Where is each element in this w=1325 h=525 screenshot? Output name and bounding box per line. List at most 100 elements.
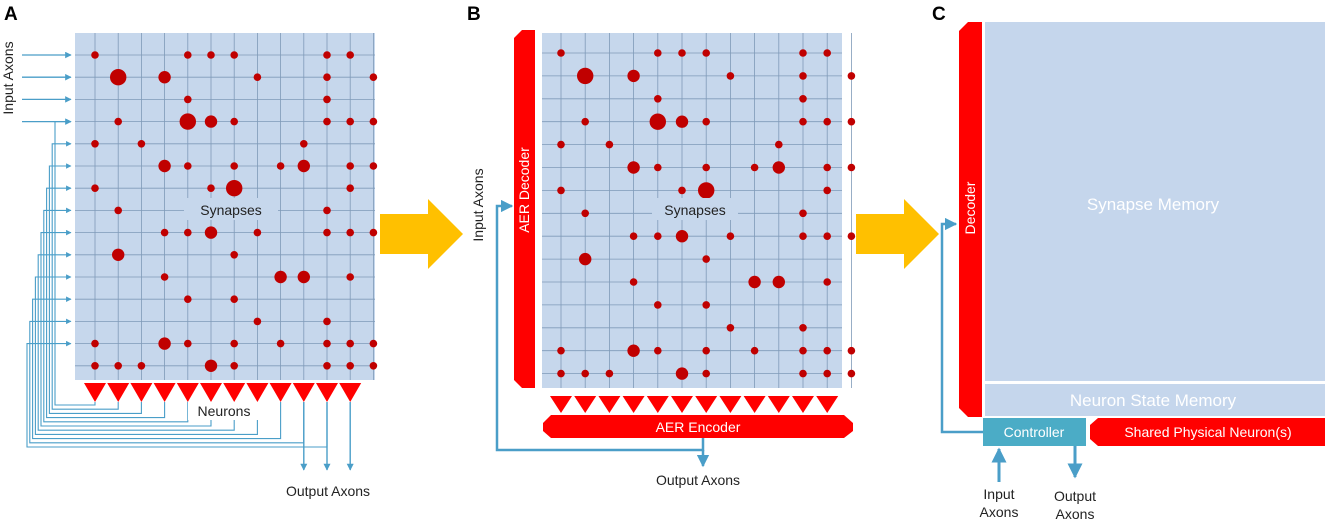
neuron-triangle bbox=[792, 396, 814, 413]
synapse-dot bbox=[91, 184, 99, 192]
synapse-dot bbox=[678, 186, 686, 195]
synapse-dot bbox=[698, 182, 715, 199]
synapse-dot bbox=[323, 317, 331, 326]
synapse-dot bbox=[323, 228, 331, 237]
synapse-dot bbox=[369, 162, 378, 170]
neuron-state-memory-label: Neuron State Memory bbox=[1070, 391, 1237, 410]
synapse-dot bbox=[300, 140, 308, 148]
feedback-axon-wire bbox=[54, 118, 96, 406]
synapse-dot bbox=[346, 162, 355, 170]
neuron-triangle bbox=[695, 396, 718, 413]
synapse-dot bbox=[702, 346, 710, 355]
synapse-dot bbox=[823, 186, 831, 195]
synapse-dot bbox=[346, 339, 355, 348]
input-axons-label-b: Input Axons bbox=[470, 168, 486, 241]
synapse-dot bbox=[581, 117, 589, 126]
synapse-dot bbox=[557, 346, 565, 355]
synapse-dot bbox=[557, 186, 565, 195]
synapse-dot bbox=[654, 346, 662, 355]
synapse-dot bbox=[91, 362, 99, 370]
aer-encoder-bar bbox=[543, 415, 853, 438]
synapse-dot bbox=[253, 228, 262, 237]
synapse-dot bbox=[799, 117, 807, 126]
synapse-dot bbox=[823, 163, 831, 172]
synapse-dot bbox=[346, 362, 355, 370]
synapse-dot bbox=[346, 184, 355, 192]
synapse-dot bbox=[654, 163, 662, 172]
synapse-dot bbox=[323, 339, 331, 348]
neurons-label-bg bbox=[188, 402, 260, 420]
synapse-dot bbox=[158, 71, 171, 84]
feedback-axon-wire bbox=[48, 163, 142, 414]
synapse-dot bbox=[276, 339, 285, 348]
synapse-dot bbox=[207, 51, 215, 59]
synapse-dot bbox=[847, 117, 856, 126]
synapse-dot bbox=[230, 295, 238, 304]
synapse-dot bbox=[184, 95, 192, 104]
synapse-dot bbox=[158, 337, 171, 350]
feedback-axon-wire bbox=[37, 252, 235, 431]
feedback-axon-wire bbox=[43, 207, 189, 423]
synapse-dot bbox=[579, 252, 592, 266]
decoder-bar bbox=[959, 22, 982, 417]
synapse-dot bbox=[702, 49, 710, 57]
synapse-dot bbox=[627, 69, 640, 83]
synapse-dot bbox=[160, 228, 169, 237]
feedback-wires-a bbox=[22, 51, 328, 448]
synapse-dot bbox=[230, 162, 238, 170]
synapse-dot bbox=[799, 324, 807, 332]
synapse-dot bbox=[323, 51, 331, 59]
panel-a-letter: A bbox=[4, 4, 18, 25]
synapse-dot bbox=[204, 359, 218, 372]
synapse-dot bbox=[369, 339, 378, 348]
synapse-dot bbox=[297, 270, 310, 284]
synapse-dot bbox=[346, 117, 355, 126]
synapse-dot bbox=[772, 275, 785, 289]
synapse-dot bbox=[702, 301, 710, 309]
synapse-dot bbox=[629, 232, 638, 240]
feedback-axon-wire bbox=[46, 185, 166, 419]
transition-arrow-a-to-b bbox=[380, 199, 463, 269]
synapse-dot bbox=[323, 206, 331, 215]
synapse-dot bbox=[346, 273, 355, 281]
synapse-dot bbox=[297, 159, 310, 173]
synapse-dot bbox=[823, 117, 831, 126]
neurons-label: Neurons bbox=[198, 403, 251, 419]
synapse-dot bbox=[226, 180, 243, 197]
synapse-dot bbox=[605, 369, 614, 378]
neuron-triangle bbox=[646, 396, 669, 413]
synapse-dot bbox=[346, 228, 355, 237]
synapse-dot bbox=[230, 339, 238, 348]
input-axons-label-c-line1: Input bbox=[983, 486, 1014, 502]
synapse-dot bbox=[207, 184, 215, 192]
synapse-dot bbox=[112, 248, 125, 261]
synapse-dot bbox=[369, 73, 378, 81]
synapse-dot bbox=[323, 362, 331, 370]
input-axons-label-c-line2: Axons bbox=[980, 504, 1019, 520]
aer-encoder-label: AER Encoder bbox=[656, 419, 741, 435]
synapse-dot bbox=[627, 344, 640, 357]
synapse-dot bbox=[823, 49, 831, 57]
panel-a-crossbar: Synapses Neurons Input Axons Output Axon… bbox=[0, 33, 378, 499]
synapse-dot bbox=[799, 49, 807, 57]
output-wires-a bbox=[300, 402, 354, 471]
synapse-dot bbox=[823, 232, 831, 240]
aer-feedback-wire bbox=[495, 199, 705, 452]
synapse-dot bbox=[702, 255, 710, 263]
neuron-triangle bbox=[269, 383, 292, 402]
synapse-dot bbox=[799, 95, 807, 103]
synapse-dot bbox=[627, 161, 640, 174]
synapse-dot bbox=[91, 140, 99, 148]
neuron-triangle bbox=[550, 396, 572, 413]
controller-block bbox=[983, 418, 1086, 446]
decoder-label: Decoder bbox=[962, 181, 978, 234]
feedback-axon-wire bbox=[51, 141, 119, 410]
synapse-dot bbox=[726, 232, 735, 240]
aer-decoder-bar bbox=[514, 30, 535, 388]
synapse-dot bbox=[629, 278, 638, 286]
neuron-triangle bbox=[574, 396, 597, 413]
feedback-axon-wire bbox=[34, 274, 258, 435]
synapse-dot bbox=[274, 270, 287, 284]
